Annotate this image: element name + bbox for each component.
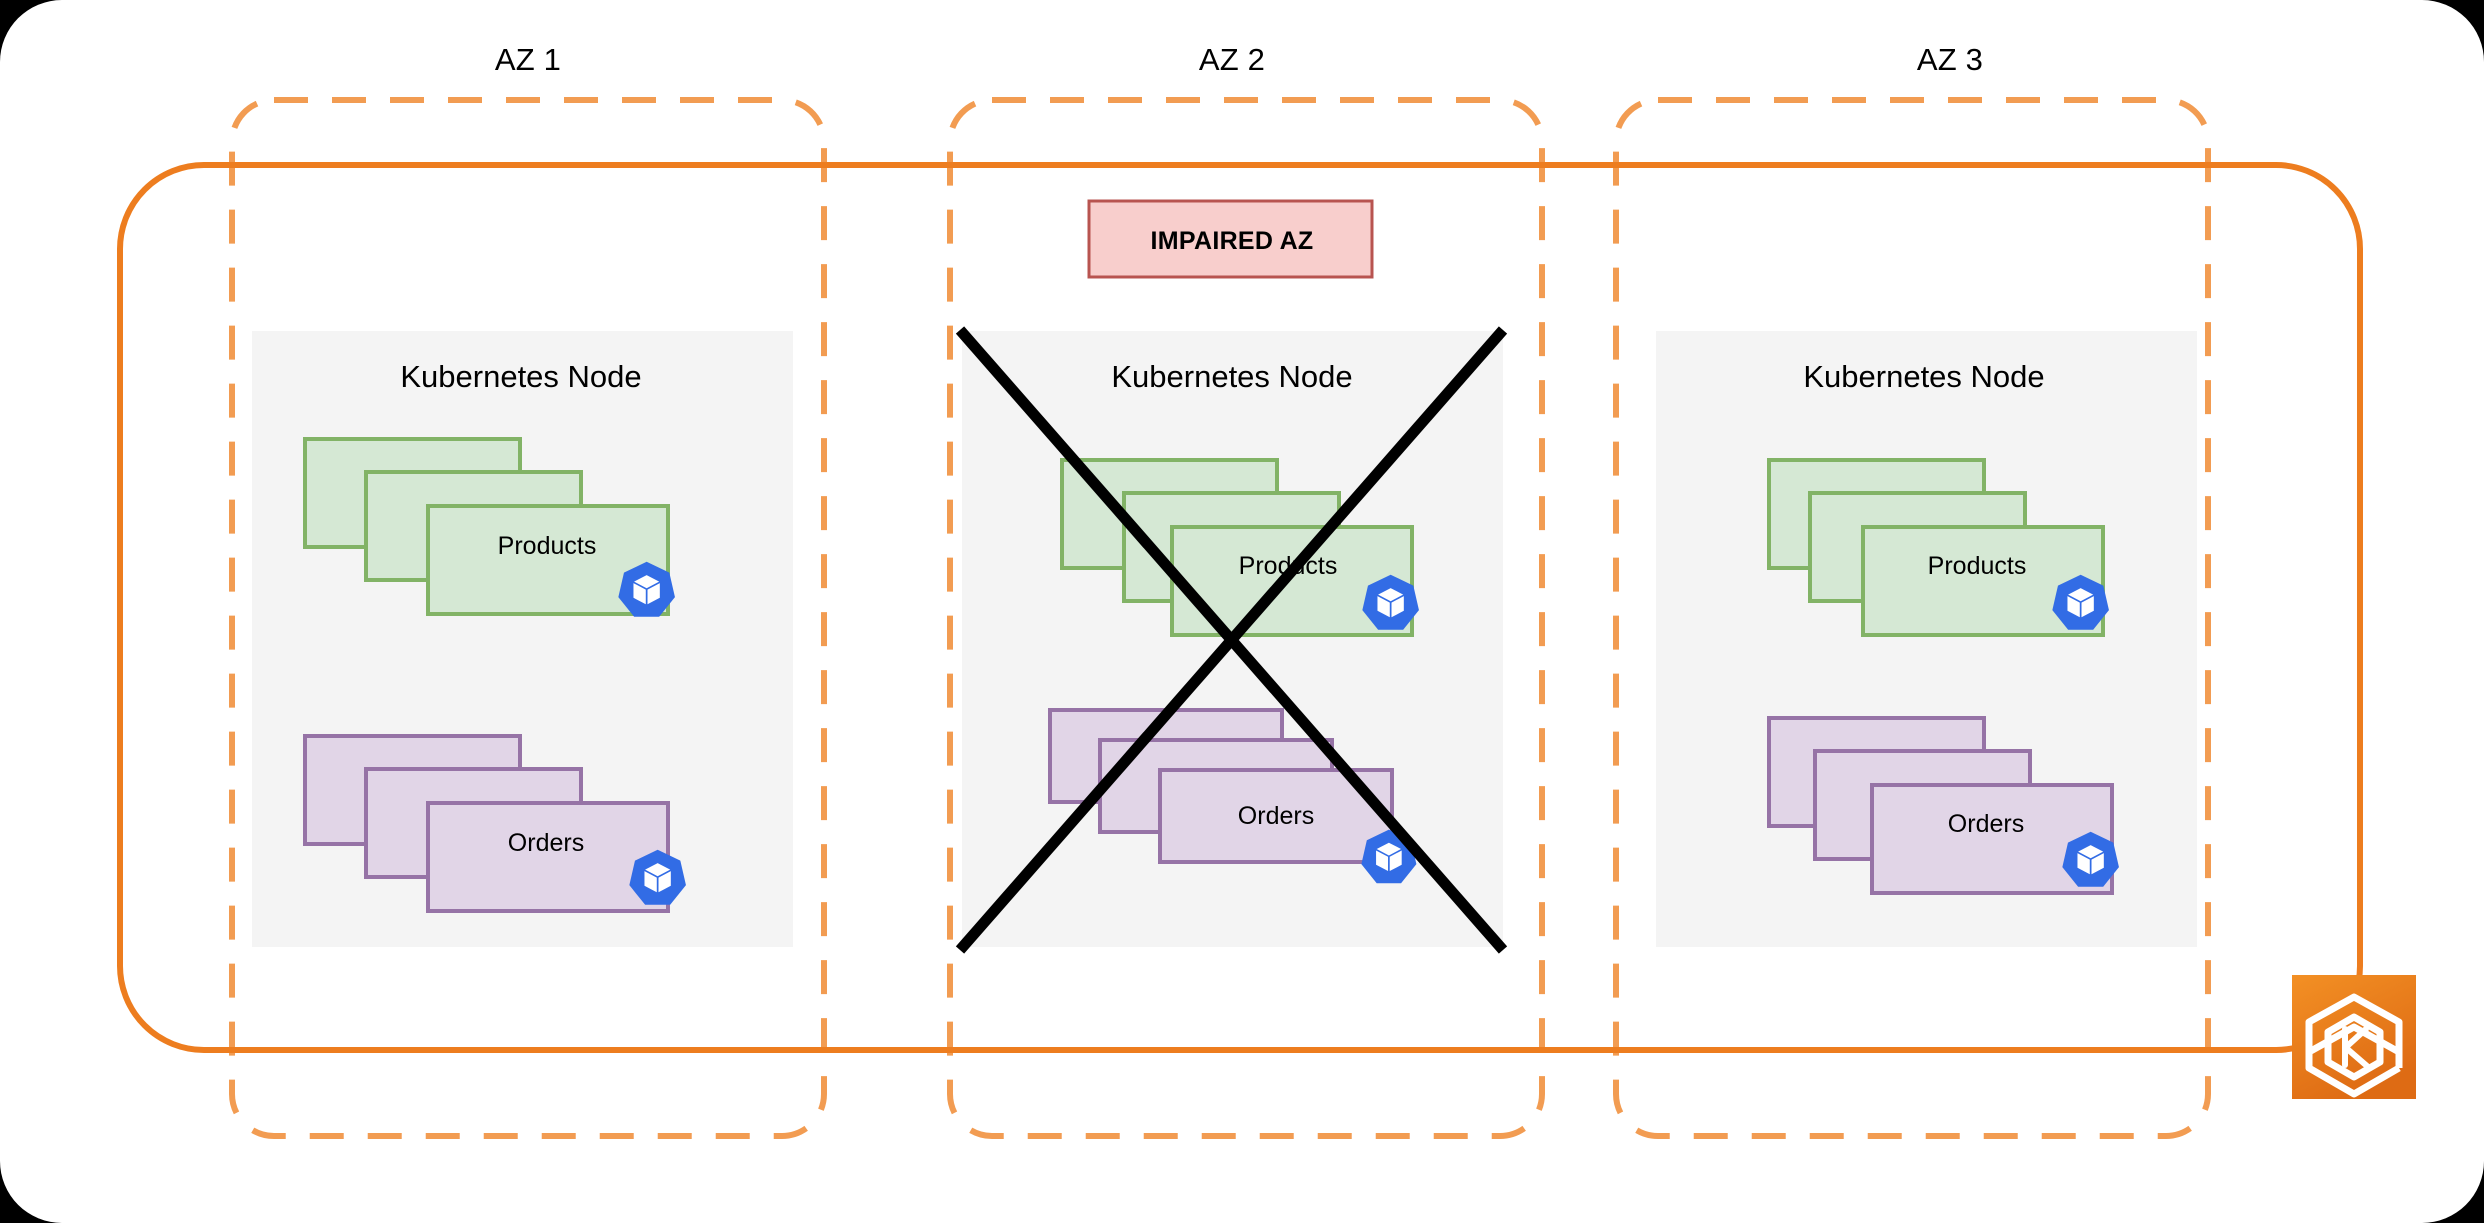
kubernetes-pod-icon — [2052, 574, 2109, 630]
kubernetes-pod-icon — [2062, 831, 2119, 887]
amazon-eks-icon — [2292, 975, 2416, 1099]
kubernetes-pod-icon — [1362, 574, 1419, 630]
pod-card — [426, 801, 670, 913]
az-boundary-az2 — [947, 97, 1545, 1139]
cluster-boundary — [117, 162, 2363, 1053]
az-label-az3: AZ 3 — [1916, 42, 1984, 77]
pod-stack-orders-az3[interactable] — [1767, 716, 2114, 895]
pod-label-orders-az2: Orders — [1237, 802, 1315, 830]
az-label-az2: AZ 2 — [1198, 42, 1266, 77]
az-label-az1: AZ 1 — [494, 42, 562, 77]
status-badge-impaired-az2 — [1087, 199, 1374, 279]
pod-stack-products-az2[interactable] — [1060, 458, 1414, 637]
pod-stack-products-az3[interactable] — [1767, 458, 2105, 637]
pod-label-products-az3: Products — [1927, 552, 2027, 580]
node-label-az2: Kubernetes Node — [1111, 359, 1353, 394]
failure-cross-az2 — [955, 326, 1508, 954]
az-boundary-az3 — [1613, 97, 2211, 1139]
pod-label-products-az1: Products — [497, 532, 597, 560]
pod-stack-orders-az1[interactable] — [303, 734, 670, 913]
pod-label-orders-az1: Orders — [507, 829, 585, 857]
az-boundary-az1 — [229, 97, 827, 1139]
status-badge-label: IMPAIRED AZ — [1150, 227, 1314, 255]
cross-line — [955, 326, 1508, 954]
kubernetes-pod-icon — [618, 561, 675, 617]
kubernetes-pod-icon — [629, 849, 686, 905]
pod-label-orders-az3: Orders — [1947, 810, 2025, 838]
pod-label-products-az2: Products — [1238, 552, 1338, 580]
node-label-az3: Kubernetes Node — [1803, 359, 2045, 394]
node-label-az1: Kubernetes Node — [400, 359, 642, 394]
